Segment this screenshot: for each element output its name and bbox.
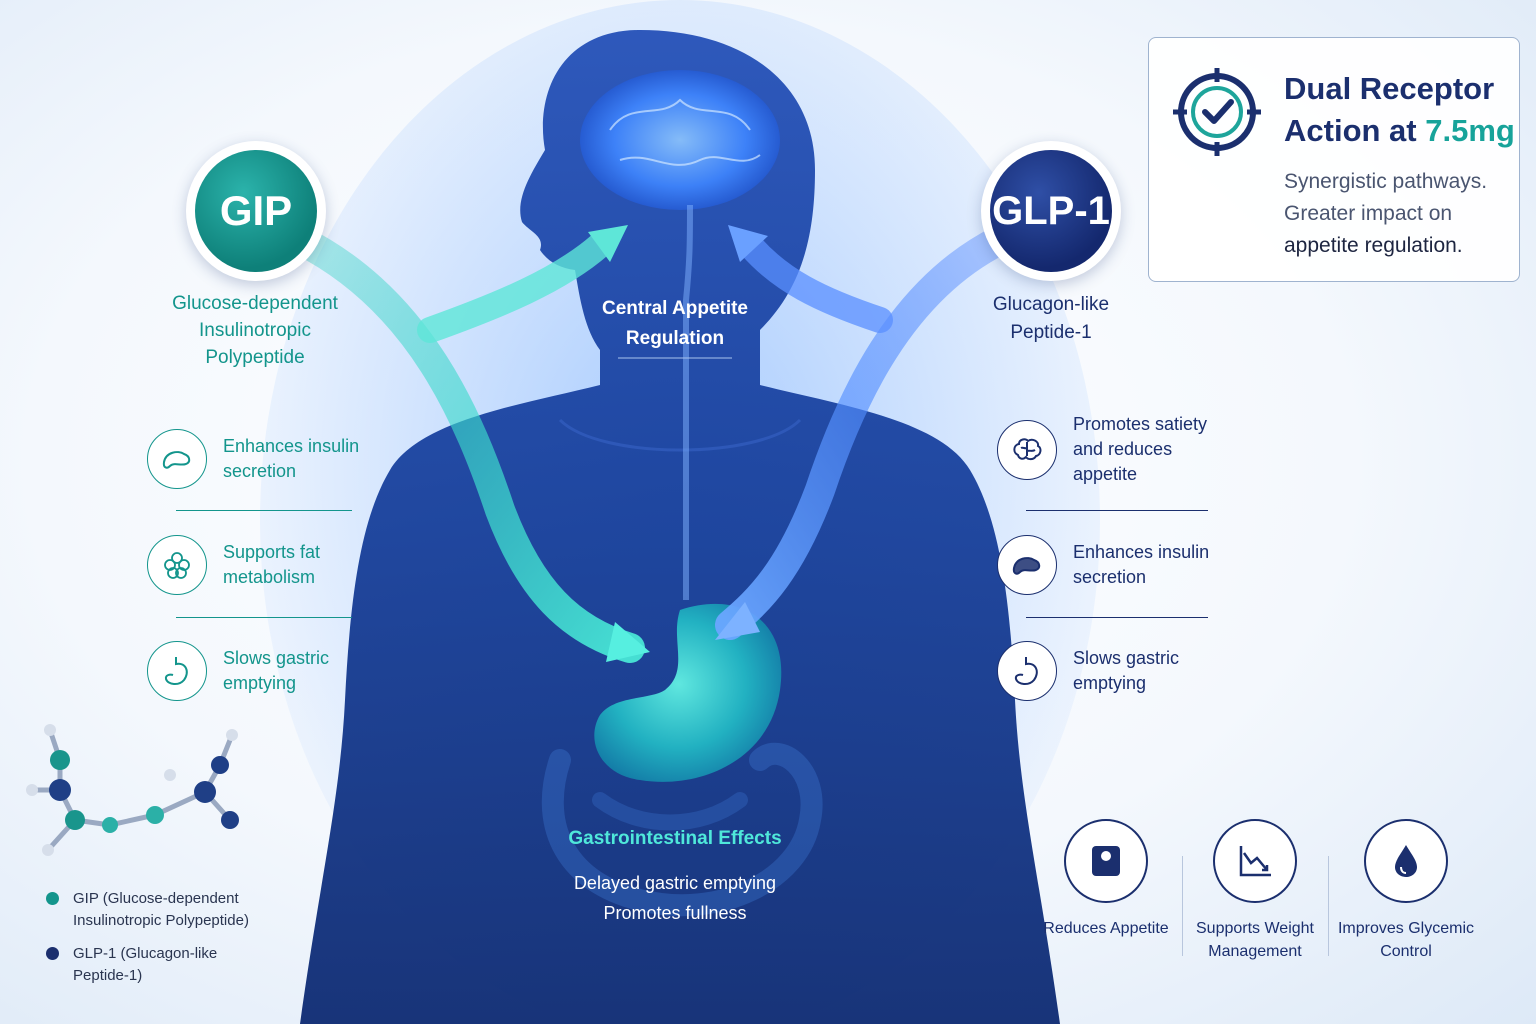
gip-brain-pathway xyxy=(417,232,613,343)
benefit-text: and reduces xyxy=(1073,439,1173,459)
divider xyxy=(1182,856,1183,956)
brain-graphic xyxy=(580,70,780,210)
downtrend-chart-icon xyxy=(1213,819,1297,903)
outcome-label-line: Supports Weight xyxy=(1196,920,1314,937)
glp1-subtitle-line: Glucagon-like xyxy=(992,294,1110,315)
glp1-brain-pathway xyxy=(737,232,893,333)
benefit-text: secretion xyxy=(223,461,297,481)
legend-text: Peptide-1) xyxy=(73,967,143,984)
callout-body-line: appetite regulation. xyxy=(1284,234,1463,257)
brain-icon xyxy=(997,419,1057,480)
glp1-gut-pathway xyxy=(715,225,1015,640)
legend-text: GLP-1 (Glucagon-like xyxy=(73,945,218,962)
callout-dose-highlight: 7.5mg xyxy=(1425,113,1515,148)
outcome-label: Supports Weight Management xyxy=(1180,917,1330,963)
outcome-label-line: Improves Glycemic xyxy=(1337,920,1475,937)
legend-swatch xyxy=(46,892,59,905)
central-appetite-label: Central Appetite Regulation xyxy=(601,298,749,349)
divider xyxy=(176,510,352,511)
stomach-icon xyxy=(147,641,207,701)
gip-subtitle-line: Glucose-dependent xyxy=(172,293,338,314)
divider xyxy=(1328,856,1329,956)
glp1-benefit-gastric: Slows gastric emptying xyxy=(997,641,1179,701)
gip-benefit-fat: Supports fat metabolism xyxy=(147,535,320,595)
outcome-glycemic-control: Improves Glycemic Control xyxy=(1331,819,1481,963)
benefit-text: appetite xyxy=(1073,464,1138,484)
outcome-reduces-appetite: Reduces Appetite xyxy=(1031,819,1181,940)
benefit-text: emptying xyxy=(223,673,297,693)
fat-cells-icon xyxy=(147,535,207,595)
pancreas-icon xyxy=(147,429,207,489)
outcome-weight-management: Supports Weight Management xyxy=(1180,819,1330,963)
dual-receptor-callout: Dual Receptor Action at 7.5mg Synergisti… xyxy=(1148,37,1520,282)
gip-brain-arrowhead xyxy=(588,225,628,262)
outcome-label-line: Control xyxy=(1380,943,1432,960)
gi-effects-title: Gastrointestinal Effects xyxy=(568,828,782,849)
benefit-text: secretion xyxy=(1073,567,1147,587)
stomach-graphic xyxy=(594,603,782,782)
callout-title: Dual Receptor Action at 7.5mg xyxy=(1284,68,1515,152)
glp1-badge: GLP-1 xyxy=(981,141,1121,281)
glp1-benefit-satiety: Promotes satiety and reduces appetite xyxy=(997,412,1207,487)
callout-title-line: Action at 7.5mg xyxy=(1284,110,1515,152)
callout-body-line: Synergistic pathways. xyxy=(1284,170,1488,193)
blood-drop-icon xyxy=(1364,819,1448,903)
gip-gut-arrowhead xyxy=(606,622,650,662)
gip-subtitle-line: Insulinotropic xyxy=(199,320,311,341)
benefit-text: Promotes satiety xyxy=(1073,414,1208,434)
benefit-text: Slows gastric xyxy=(1073,648,1180,668)
benefit-text: Slows gastric xyxy=(223,648,330,668)
legend-text: GIP (Glucose-dependent xyxy=(73,890,239,907)
gip-subtitle-line: Polypeptide xyxy=(205,347,305,368)
gip-gut-pathway xyxy=(285,225,645,663)
legend-text: Insulinotropic Polypeptide) xyxy=(73,912,249,929)
outcome-label: Improves Glycemic Control xyxy=(1331,917,1481,963)
benefit-text: Enhances insulin xyxy=(1073,542,1210,562)
divider xyxy=(1026,617,1208,618)
glp1-subtitle-line: Peptide-1 xyxy=(1010,322,1092,343)
glp1-subtitle: Glucagon-like Peptide-1 xyxy=(950,291,1152,347)
gi-effect-line: Delayed gastric emptying xyxy=(573,873,777,893)
callout-body: Synergistic pathways. Greater impact on … xyxy=(1284,166,1487,262)
gip-subtitle: Glucose-dependent Insulinotropic Polypep… xyxy=(150,290,360,371)
glp1-gut-arrowhead xyxy=(715,602,760,640)
legend-glp1: GLP-1 (Glucagon-like Peptide-1) xyxy=(46,943,217,987)
gi-effects-lines: Delayed gastric emptying Promotes fullne… xyxy=(548,868,802,928)
target-check-icon xyxy=(1173,68,1261,156)
benefit-text: emptying xyxy=(1073,673,1147,693)
gip-badge: GIP xyxy=(186,141,326,281)
glp1-brain-arrowhead xyxy=(728,225,768,262)
pancreas-icon xyxy=(997,535,1057,595)
divider xyxy=(1026,510,1208,511)
benefit-text: Enhances insulin xyxy=(223,436,360,456)
gip-badge-label: GIP xyxy=(195,150,317,272)
callout-body-line: Greater impact on xyxy=(1284,202,1453,225)
divider xyxy=(176,617,352,618)
scale-icon xyxy=(1064,819,1148,903)
outcome-label-line: Management xyxy=(1208,943,1302,960)
benefit-text: metabolism xyxy=(223,567,316,587)
gip-benefit-gastric: Slows gastric emptying xyxy=(147,641,329,701)
callout-title-prefix: Action at xyxy=(1284,113,1426,148)
legend-gip: GIP (Glucose-dependent Insulinotropic Po… xyxy=(46,888,249,932)
molecule-illustration xyxy=(26,724,239,856)
callout-title-line: Dual Receptor xyxy=(1284,71,1495,106)
glp1-benefit-insulin: Enhances insulin secretion xyxy=(997,535,1209,595)
outcome-label: Reduces Appetite xyxy=(1043,920,1169,937)
legend-swatch xyxy=(46,947,59,960)
gi-effect-line: Promotes fullness xyxy=(603,903,747,923)
glp1-badge-label: GLP-1 xyxy=(990,150,1112,272)
stomach-icon xyxy=(997,641,1057,701)
benefit-text: Supports fat xyxy=(223,542,321,562)
gip-benefit-insulin: Enhances insulin secretion xyxy=(147,429,359,489)
